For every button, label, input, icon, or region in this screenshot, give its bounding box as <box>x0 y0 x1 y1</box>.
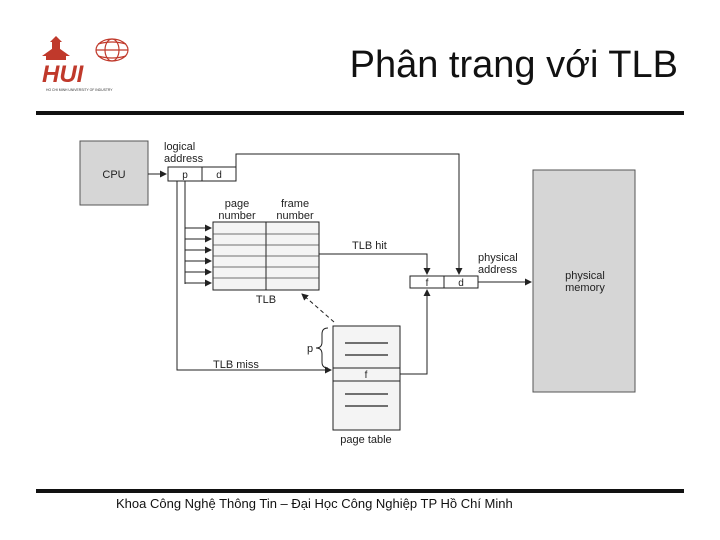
physical-memory-box <box>532 169 636 393</box>
physical-address-f-label: f <box>426 278 429 289</box>
hui-logo: HUI HO CHI MINH UNIVERSITY OF INDUSTRY <box>42 36 129 92</box>
cpu-label: CPU <box>102 169 125 181</box>
physical-memory-label-2: memory <box>565 282 605 294</box>
page-table-p-label: p <box>307 343 313 355</box>
offset-d-path <box>235 153 463 275</box>
page-number-label-1: page <box>225 198 249 210</box>
page-table <box>332 325 401 431</box>
frame-number-label-1: frame <box>281 198 309 210</box>
logical-address-d-label: d <box>216 170 222 181</box>
page-table-to-frame-arrow <box>400 289 431 375</box>
logical-address-label-2: address <box>164 153 204 165</box>
physical-address-d-label: d <box>458 278 464 289</box>
tlb-label: TLB <box>256 294 276 306</box>
top-divider <box>36 111 684 115</box>
tlb-table <box>212 221 320 291</box>
logical-address-p-label: p <box>182 170 188 181</box>
tlb-miss-label: TLB miss <box>213 359 259 371</box>
page-table-brace <box>315 327 329 369</box>
physical-memory-label-1: physical <box>565 270 605 282</box>
slide-title: Phân trang với TLB <box>349 44 678 86</box>
page-table-label: page table <box>340 434 391 446</box>
physical-address-label-2: address <box>478 264 518 276</box>
tlb-hit-label: TLB hit <box>352 240 387 252</box>
tlb-miss-arrow <box>176 181 332 374</box>
logical-address-label-1: logical <box>164 141 195 153</box>
slide-footer: Khoa Công Nghệ Thông Tin – Đại Học Công … <box>116 496 513 511</box>
physical-address-label-1: physical <box>478 252 518 264</box>
tlb-hit-arrow <box>319 253 431 275</box>
bottom-divider <box>36 489 684 493</box>
logo-text: HUI <box>42 61 85 88</box>
logo-tower-icon <box>42 36 70 60</box>
tlb-update-dashed-arrow <box>301 293 335 323</box>
logo-subtitle: HO CHI MINH UNIVERSITY OF INDUSTRY <box>46 88 113 92</box>
logo-globe-icon <box>95 38 129 62</box>
page-table-f-label: f <box>365 370 368 381</box>
cpu-box <box>79 140 149 206</box>
page-number-label-2: number <box>218 210 256 222</box>
frame-number-label-2: number <box>276 210 314 222</box>
p-to-tlb-arrows <box>184 181 212 287</box>
